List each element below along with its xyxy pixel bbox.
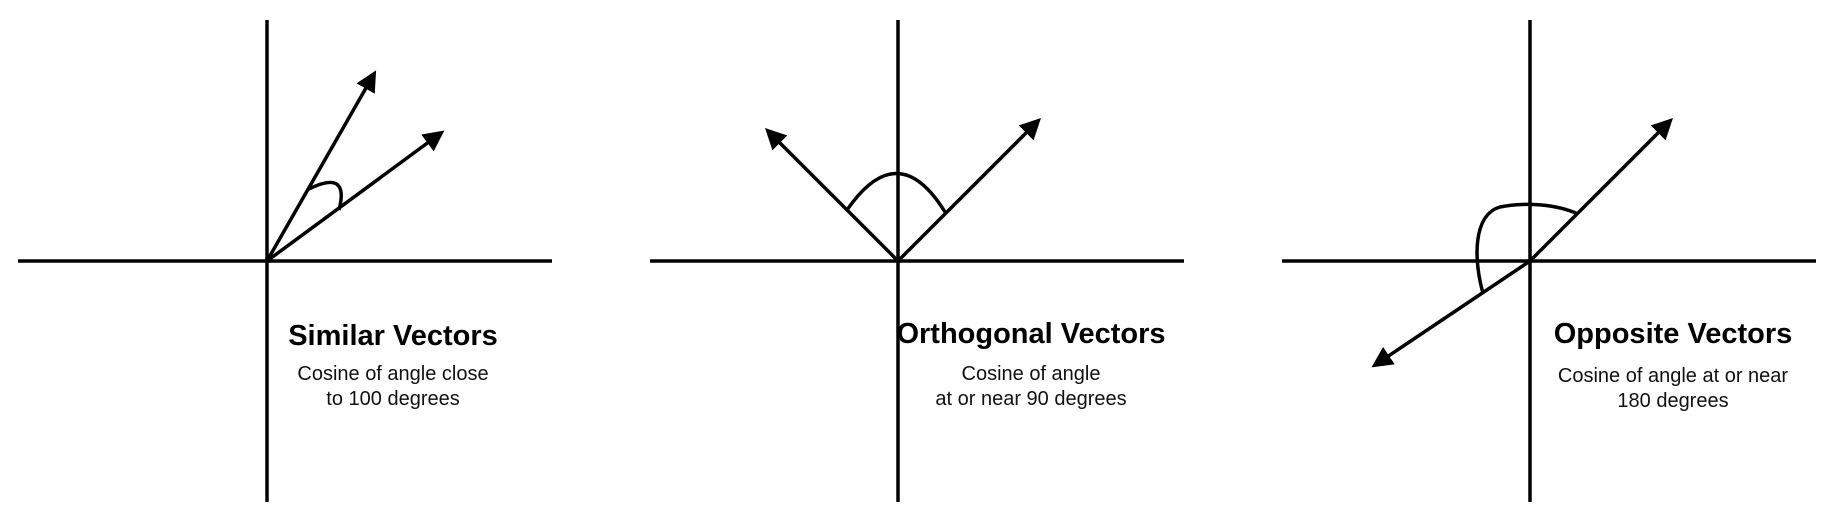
panel-caption-line-1: Cosine of angle at or near <box>1558 365 1788 387</box>
angle-arc <box>845 171 947 213</box>
vector-a-arrow <box>1528 118 1673 263</box>
vector-b-arrow <box>896 118 1041 263</box>
panel-title: Opposite Vectors <box>1554 318 1793 350</box>
vector-a-arrow <box>765 128 900 263</box>
panel-title: Orthogonal Vectors <box>896 318 1165 350</box>
panel-opposite-vectors: Opposite Vectors Cosine of angle at or n… <box>1282 20 1816 502</box>
vector-b-arrow <box>265 130 445 263</box>
panel-orthogonal-vectors: Orthogonal Vectors Cosine of angle at or… <box>650 20 1184 502</box>
panel-title: Similar Vectors <box>288 320 498 352</box>
panel-caption-line-2: at or near 90 degrees <box>935 388 1126 410</box>
panel-similar-vectors: Similar Vectors Cosine of angle close to… <box>18 20 552 502</box>
panel-caption-line-2: to 100 degrees <box>326 388 459 410</box>
panel-caption-line-1: Cosine of angle close <box>297 363 488 385</box>
vector-a-arrow <box>265 70 377 262</box>
angle-arc <box>1475 202 1579 294</box>
angle-arc <box>306 180 343 211</box>
vector-b-arrow <box>1371 259 1531 368</box>
panel-caption-line-1: Cosine of angle <box>962 363 1101 385</box>
panel-caption-line-2: 180 degrees <box>1617 390 1728 412</box>
